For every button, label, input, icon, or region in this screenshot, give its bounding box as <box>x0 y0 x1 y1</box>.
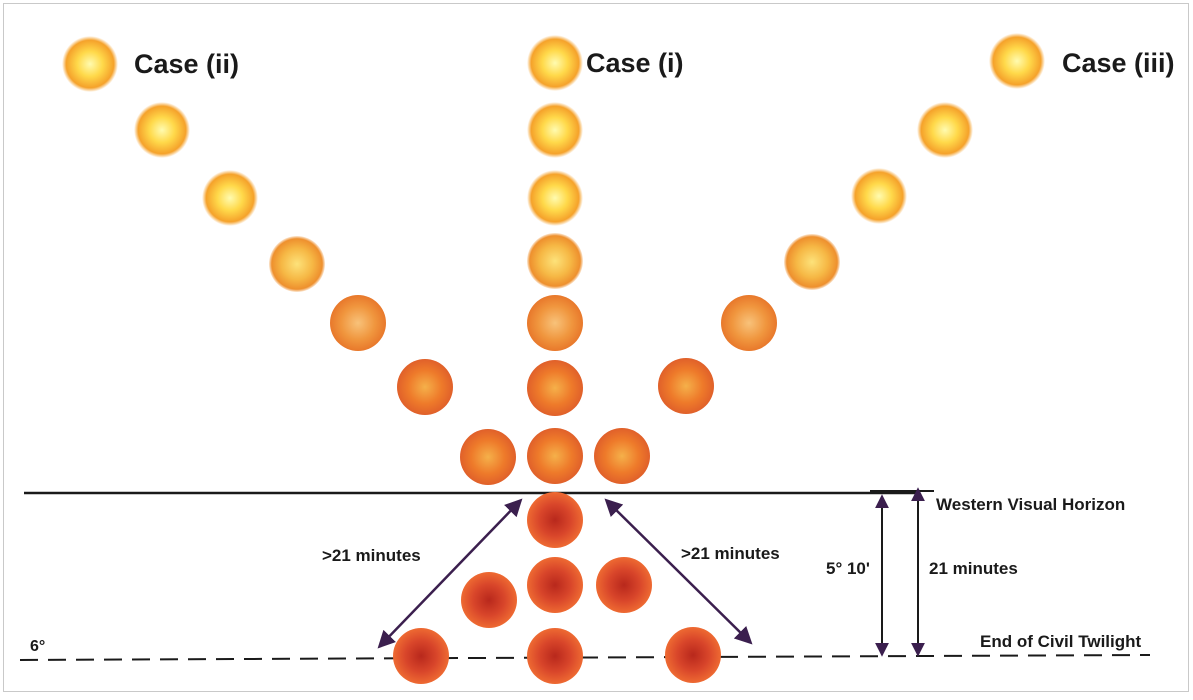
sun-disc-icon <box>851 168 907 224</box>
sun-disc-icon <box>527 102 583 158</box>
sun-disc-icon <box>527 233 583 289</box>
sun-disc-icon <box>527 557 583 613</box>
sun-disc-icon <box>527 295 583 351</box>
case-i-label: Case (i) <box>586 48 684 78</box>
sun-disc-icon <box>596 557 652 613</box>
sun-disc-icon <box>461 572 517 628</box>
left-duration-arrow <box>377 498 523 649</box>
case-i-sun-path <box>527 35 583 684</box>
sun-disc-icon <box>527 428 583 484</box>
sun-disc-icon <box>658 358 714 414</box>
sun-disc-icon <box>527 170 583 226</box>
sun-disc-icon <box>527 35 583 91</box>
sun-disc-icon <box>62 36 118 92</box>
right-duration-label: >21 minutes <box>681 544 780 563</box>
sun-disc-icon <box>784 234 840 290</box>
case-iii-sun-path <box>594 33 1045 683</box>
angle-label: 5° 10' <box>826 559 870 578</box>
case-ii-label: Case (ii) <box>134 49 239 79</box>
sun-disc-icon <box>527 492 583 548</box>
left-duration-label: >21 minutes <box>322 546 421 565</box>
sun-disc-icon <box>527 360 583 416</box>
sun-disc-icon <box>989 33 1045 89</box>
six-degrees-label: 6° <box>30 638 45 655</box>
sun-disc-icon <box>393 628 449 684</box>
sun-disc-icon <box>330 295 386 351</box>
western-horizon-label: Western Visual Horizon <box>936 495 1125 514</box>
sun-disc-icon <box>269 236 325 292</box>
case-iii-label: Case (iii) <box>1062 48 1175 78</box>
sun-disc-icon <box>460 429 516 485</box>
sun-disc-icon <box>721 295 777 351</box>
sun-disc-icon <box>202 170 258 226</box>
sun-disc-icon <box>397 359 453 415</box>
case-ii-sun-path <box>62 36 517 684</box>
vertical-duration-label: 21 minutes <box>929 559 1018 578</box>
sun-disc-icon <box>665 627 721 683</box>
sun-disc-icon <box>594 428 650 484</box>
sun-disc-icon <box>134 102 190 158</box>
end-civil-twilight-label: End of Civil Twilight <box>980 632 1142 651</box>
right-duration-arrow <box>604 498 753 645</box>
sun-disc-icon <box>917 102 973 158</box>
sun-disc-icon <box>527 628 583 684</box>
civil-twilight-dashed-line <box>19 654 1151 661</box>
